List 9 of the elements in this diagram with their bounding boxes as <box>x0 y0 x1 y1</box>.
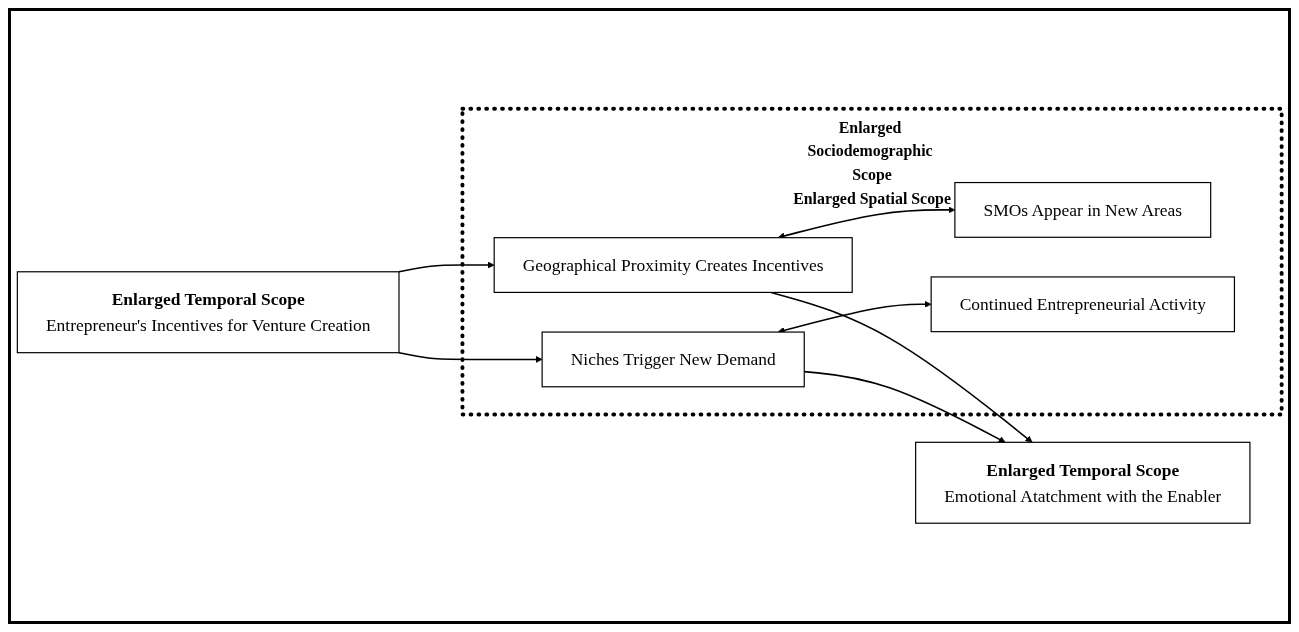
arrow <box>777 300 932 334</box>
node-box: Enlarged Temporal Scope Entrepreneur's Incentives for Venture Creation <box>16 271 400 354</box>
node-box: Geographical Proximity Creates Incentives <box>493 237 853 293</box>
node-box: Niches Trigger New Demand <box>541 331 805 388</box>
arrow <box>398 261 495 273</box>
node-box: Enlarged Temporal Scope Emotional Atatchment with the Enabler <box>915 441 1251 524</box>
node-box: SMOs Appear in New Areas <box>954 181 1212 238</box>
arrow <box>398 351 543 363</box>
node-box: Continued Entrepreneurial Activity <box>930 276 1236 333</box>
